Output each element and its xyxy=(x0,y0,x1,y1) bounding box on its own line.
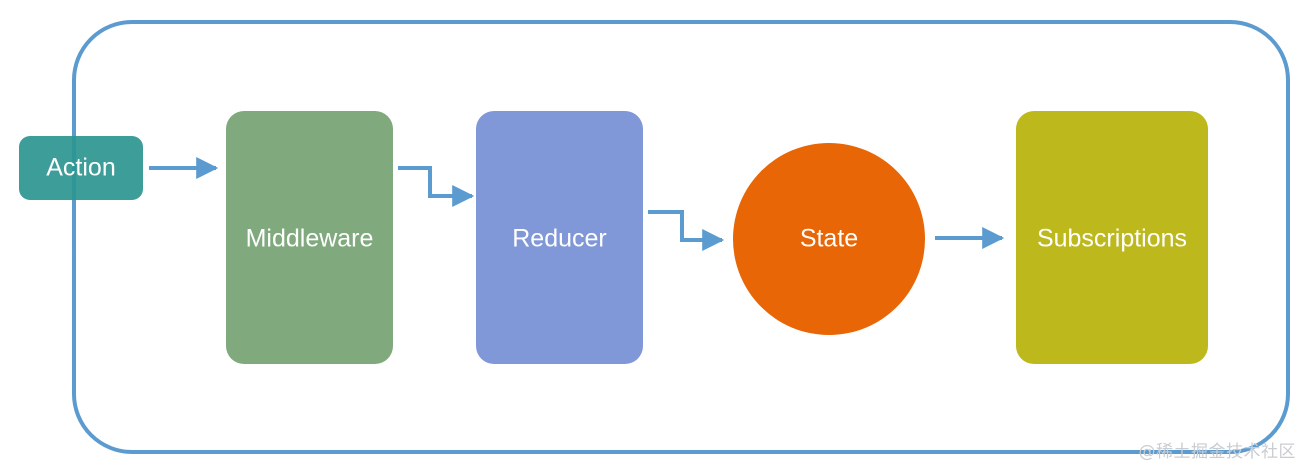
connectors xyxy=(149,157,1005,251)
state-node: State xyxy=(733,143,925,335)
action-node: Action xyxy=(19,136,143,200)
reducer-node: Reducer xyxy=(476,111,643,364)
outer-frame xyxy=(72,20,1290,454)
watermark-text: @稀土掘金技术社区 xyxy=(1138,442,1296,462)
subscriptions-label: Subscriptions xyxy=(1037,225,1187,253)
reducer-label: Reducer xyxy=(512,225,607,253)
middleware-box xyxy=(226,111,393,364)
state-circle xyxy=(733,143,925,335)
middleware-node: Middleware xyxy=(226,111,393,364)
reducer-box xyxy=(476,111,643,364)
state-label: State xyxy=(800,225,858,253)
arrow-middleware-to-reducer xyxy=(398,166,475,207)
action-box xyxy=(19,136,143,200)
subscriptions-box xyxy=(1016,111,1208,364)
action-label: Action xyxy=(46,154,115,182)
subscriptions-node: Subscriptions xyxy=(1016,111,1208,364)
middleware-label: Middleware xyxy=(246,225,374,253)
arrow-reducer-to-state xyxy=(648,210,725,251)
